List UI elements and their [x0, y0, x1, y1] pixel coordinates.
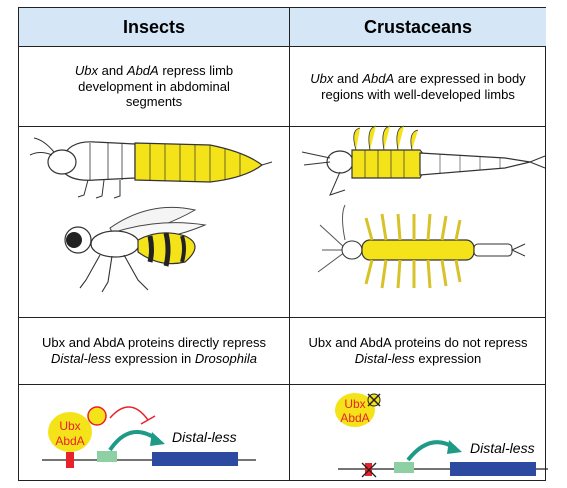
- distal-less-label: Distal-less: [470, 440, 535, 456]
- distal-less-gene-box: [450, 462, 536, 476]
- repressor-domain: [88, 407, 106, 425]
- binding-site: [66, 452, 74, 468]
- enhancer-box: [97, 451, 117, 462]
- abda-label: AbdA: [340, 411, 369, 425]
- repression-arrow-icon: [110, 407, 148, 420]
- ubx-label: Ubx: [59, 419, 80, 433]
- enhancer-box: [394, 462, 414, 473]
- crustaceans-regulation-diagram: Ubx AbdA Distal-less: [335, 393, 548, 477]
- cross-icon: [362, 463, 376, 477]
- distal-less-label: Distal-less: [172, 429, 237, 445]
- cross-icon: [368, 394, 380, 406]
- insects-regulation-diagram: Ubx AbdA Distal-less: [42, 407, 256, 468]
- distal-less-gene-box: [152, 452, 238, 466]
- abda-label: AbdA: [55, 434, 84, 448]
- ubx-label: Ubx: [344, 397, 365, 411]
